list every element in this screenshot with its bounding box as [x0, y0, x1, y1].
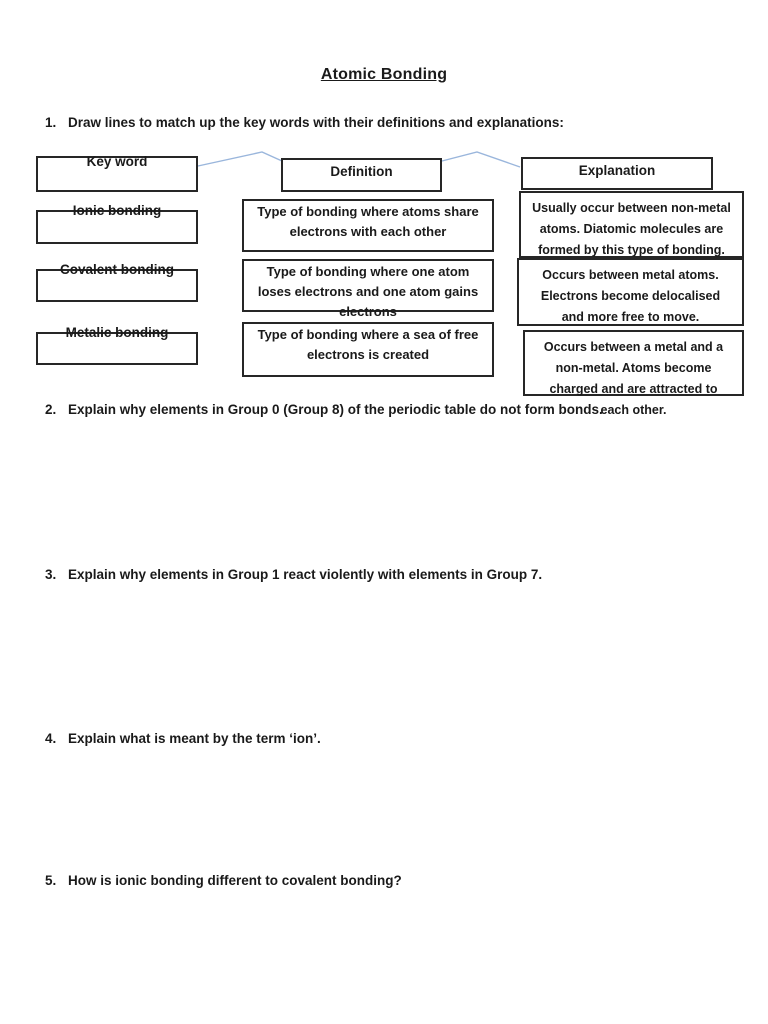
definition-text-1: Type of bonding where atoms share electr…	[257, 204, 479, 239]
question-3-number: 3.	[45, 567, 57, 582]
question-1-text: Draw lines to match up the key words wit…	[68, 115, 564, 130]
question-2: 2. Explain why elements in Group 0 (Grou…	[45, 402, 738, 417]
definition-text-3: Type of bonding where a sea of free elec…	[257, 327, 479, 362]
question-1-number: 1.	[45, 115, 57, 130]
definition-box-2: Type of bonding where one atom loses ele…	[242, 259, 494, 319]
question-3-text: Explain why elements in Group 1 react vi…	[68, 567, 543, 582]
explanation-text-2: Occurs between metal atoms. Electrons be…	[540, 268, 721, 324]
keyword-box-metalic: Metalic bonding	[36, 325, 198, 365]
connector-definition-explanation	[441, 151, 521, 168]
definition-header-box: Definition	[281, 158, 442, 192]
explanation-box-3: Occurs between a metal and a non-metal. …	[523, 330, 744, 417]
definition-box-3: Type of bonding where a sea of free elec…	[242, 322, 494, 377]
question-4-text: Explain what is meant by the term ‘ion’.	[68, 731, 321, 746]
definition-header-label: Definition	[330, 164, 393, 179]
definition-text-2: Type of bonding where one atom loses ele…	[257, 264, 479, 319]
question-2-number: 2.	[45, 402, 57, 417]
keyword-label-covalent: Covalent bonding	[60, 262, 174, 277]
keyword-label-ionic: Ionic bonding	[72, 203, 162, 218]
explanation-box-2: Occurs between metal atoms. Electrons be…	[517, 258, 744, 326]
keyword-header-box: Key word	[36, 154, 198, 192]
question-4: 4. Explain what is meant by the term ‘io…	[45, 731, 738, 746]
page-title: Atomic Bonding	[320, 66, 448, 83]
question-1: 1. Draw lines to match up the key words …	[45, 115, 738, 130]
question-5: 5. How is ionic bonding different to cov…	[45, 873, 738, 888]
keyword-box-covalent: Covalent bonding	[36, 262, 198, 302]
question-5-number: 5.	[45, 873, 57, 888]
connector-keyword-definition	[197, 151, 283, 167]
explanation-header-label: Explanation	[578, 163, 656, 178]
question-4-number: 4.	[45, 731, 57, 746]
explanation-header-box: Explanation	[521, 157, 713, 190]
question-3: 3. Explain why elements in Group 1 react…	[45, 567, 738, 582]
definition-box-1: Type of bonding where atoms share electr…	[242, 199, 494, 252]
question-2-text: Explain why elements in Group 0 (Group 8…	[68, 402, 603, 417]
keyword-box-ionic: Ionic bonding	[36, 203, 198, 244]
explanation-text-1: Usually occur between non-metal atoms. D…	[532, 201, 731, 257]
question-5-text: How is ionic bonding different to covale…	[68, 873, 402, 888]
explanation-text-3: Occurs between a metal and a non-metal. …	[543, 340, 724, 417]
keyword-header-label: Key word	[86, 154, 148, 169]
explanation-box-1: Usually occur between non-metal atoms. D…	[519, 191, 744, 258]
keyword-label-metalic: Metalic bonding	[65, 325, 169, 340]
